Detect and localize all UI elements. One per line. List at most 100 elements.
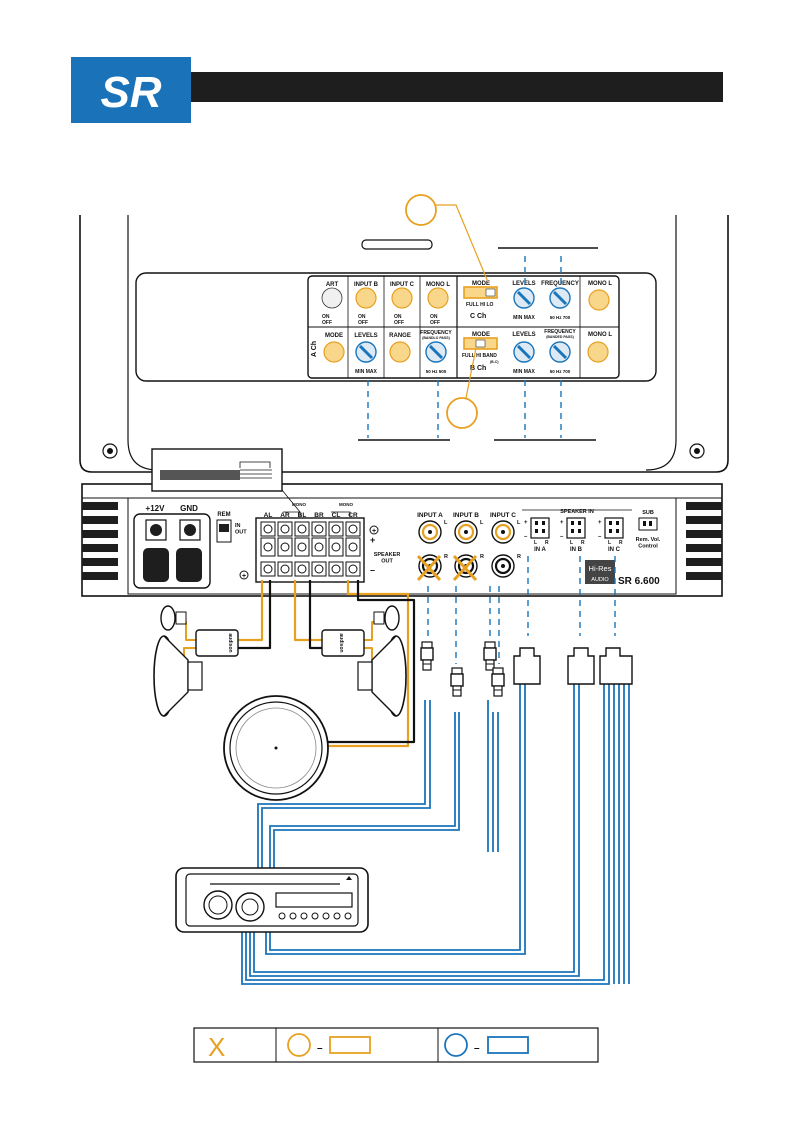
- levels-a-minmax: MIN MAX: [355, 369, 377, 375]
- c-ch-label: C Ch: [470, 313, 486, 320]
- speaker-in-plus-1: +: [560, 520, 564, 526]
- woofer-left: [153, 635, 203, 717]
- rem-label: REM: [217, 512, 230, 518]
- freq-b-label: FREQUENCY: [544, 329, 576, 335]
- speaker-in-plug-a: [513, 647, 541, 685]
- wire-insulation: [160, 470, 240, 480]
- legend-dash-blue: –: [474, 1043, 480, 1054]
- levels-b-label: LEVELS: [512, 332, 535, 338]
- mono-label-1: MONO: [292, 502, 306, 507]
- levels-c-label: LEVELS: [512, 281, 535, 287]
- mono-b-switch[interactable]: [587, 341, 609, 363]
- woofer-right: [357, 635, 407, 717]
- rca-jack-a-l-side: L: [444, 520, 448, 526]
- speaker-in-l-2: L: [608, 540, 611, 546]
- legend: X – –: [193, 1027, 599, 1063]
- mono-c-switch[interactable]: [588, 289, 610, 311]
- speaker-in-r-2: R: [619, 540, 623, 546]
- mono-a-label: MONO L: [426, 282, 450, 288]
- svg-text:+: +: [372, 528, 376, 535]
- mode-b-band-sub: (B-C): [490, 360, 499, 364]
- levels-b-minmax: MIN MAX: [513, 369, 535, 375]
- speaker-in-l-1: L: [570, 540, 573, 546]
- channel-label-cr: CR: [348, 512, 358, 519]
- mono-a-off-label: OFF: [430, 320, 440, 326]
- mode-a-switch[interactable]: [323, 341, 345, 363]
- channel-label-br: BR: [314, 512, 324, 519]
- in-c-label: IN C: [608, 547, 621, 553]
- freq-a-label: FREQUENCY: [420, 330, 452, 336]
- levels-c-minmax: MIN MAX: [513, 315, 535, 321]
- freq-b-sub: (BANDED PASS): [546, 335, 574, 339]
- mono-c-label: MONO L: [588, 281, 612, 287]
- freq-b-range: 50 Hz 700: [550, 369, 571, 374]
- in-b-label: IN B: [570, 547, 583, 553]
- levels-a-label: LEVELS: [354, 333, 377, 339]
- mode-c-positions: FULL HI LO: [466, 302, 494, 308]
- speakers: audison audison: [153, 605, 407, 801]
- sub-remote-port[interactable]: [638, 517, 658, 531]
- input-a-label: INPUT A: [417, 512, 443, 519]
- speaker-in-label: SPEAKER IN: [560, 509, 594, 515]
- lid-slot: [361, 239, 433, 250]
- input-b-switch[interactable]: [355, 287, 377, 309]
- tweeter-right: [384, 605, 400, 631]
- x-mark-rca: [416, 554, 478, 582]
- legend-orange-rect: [329, 1036, 371, 1054]
- crossover-right: [321, 629, 365, 657]
- rca-plug-1: [451, 667, 463, 675]
- mono-label-2: MONO: [339, 502, 353, 507]
- channel-label-ar: AR: [280, 512, 290, 519]
- svg-text:+: +: [242, 573, 246, 580]
- legend-blue-circle: [444, 1033, 468, 1057]
- screw-left: [102, 443, 118, 459]
- rca-jack-b-r-side: R: [480, 554, 484, 560]
- input-b-label: INPUT B: [354, 282, 379, 288]
- crossover-left: [195, 629, 239, 657]
- speaker-in-port-b[interactable]: [566, 517, 586, 539]
- legend-dash-orange: –: [317, 1043, 323, 1054]
- channel-label-bl: BL: [298, 512, 307, 519]
- model-label: SR 6.600: [618, 576, 660, 587]
- crossover-left-brand: audison: [227, 633, 233, 652]
- mono-a-switch[interactable]: [427, 287, 449, 309]
- rca-plug-2: [484, 641, 496, 649]
- rca-jack-b-l-side: L: [480, 520, 484, 526]
- speaker-minus-label: –: [370, 565, 375, 575]
- b-ch-label: B Ch: [470, 365, 486, 372]
- rca-cables: [241, 556, 633, 985]
- gnd-socket: [176, 548, 202, 582]
- hires-bottom: AUDIO: [591, 577, 609, 583]
- input-c-switch[interactable]: [391, 287, 413, 309]
- input-b-off-label: OFF: [358, 320, 368, 326]
- input-c-label: INPUT C: [390, 282, 415, 288]
- channel-label-al: AL: [264, 512, 273, 519]
- input-c-rca-label: INPUT C: [490, 512, 516, 519]
- speaker-in-plus-0: +: [524, 520, 528, 526]
- mode-c-label: MODE: [472, 281, 490, 287]
- rca-jack-a-r-side: R: [444, 554, 448, 560]
- input-b-on-label: ON: [358, 314, 366, 320]
- mode-b-label: MODE: [472, 332, 490, 338]
- sr-logo-text: SR: [100, 68, 161, 117]
- speaker-in-plug-b: [567, 647, 595, 685]
- speaker-in-plus-2: +: [598, 520, 602, 526]
- freq-a-sub: (BANDLO PASS): [422, 336, 450, 340]
- speaker-in-port-c[interactable]: [604, 517, 624, 539]
- callout-orange-top: [405, 194, 437, 226]
- art-switch[interactable]: [321, 287, 343, 309]
- speaker-in-r-0: R: [545, 540, 549, 546]
- rem-vol-label: Rem. Vol.Control: [636, 537, 661, 549]
- range-a-switch[interactable]: [389, 341, 411, 363]
- sr-logo-badge: [71, 57, 191, 123]
- speaker-in-port-a[interactable]: [530, 517, 550, 539]
- control-panel-recess: [135, 272, 657, 382]
- rca-plug-3: [492, 667, 504, 675]
- mode-c-switch[interactable]: [463, 286, 498, 299]
